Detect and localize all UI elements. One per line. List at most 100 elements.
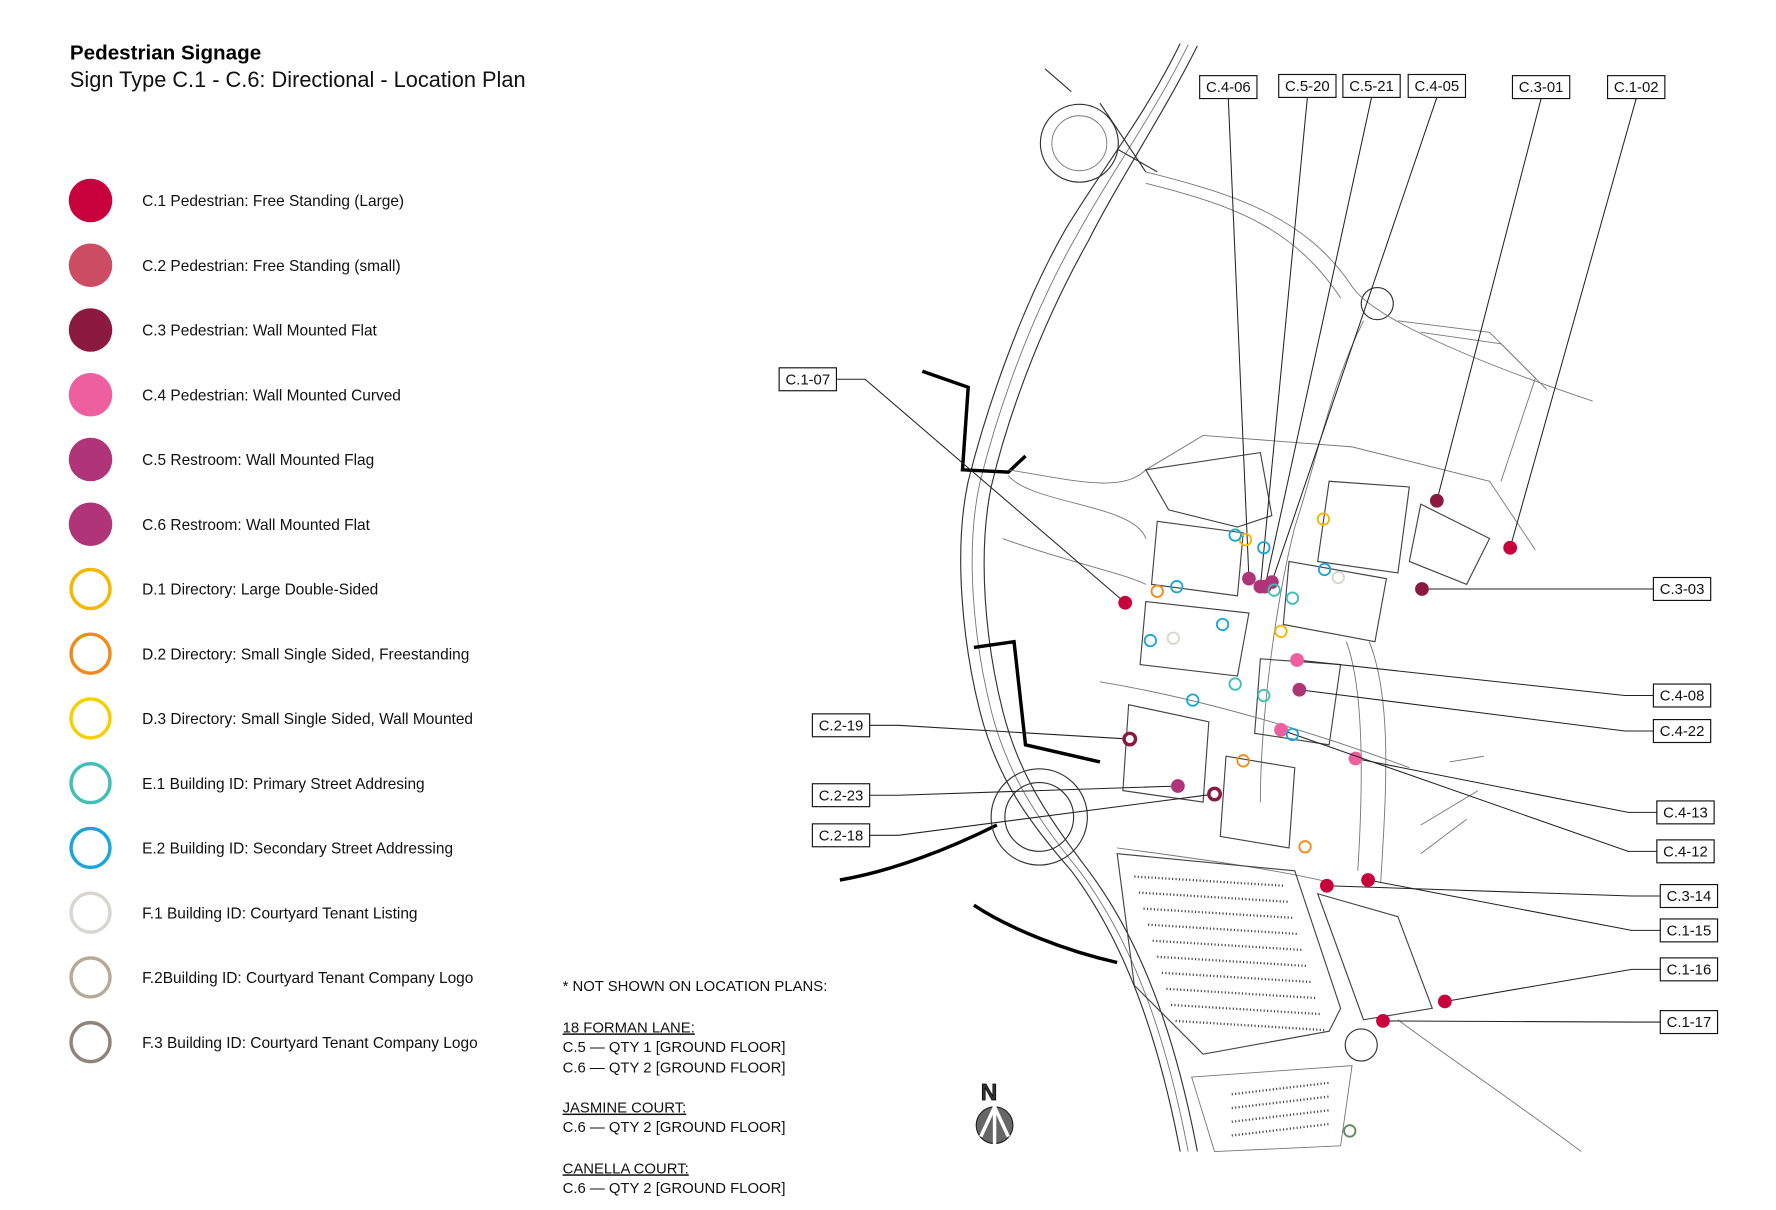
leader-line — [1227, 98, 1250, 579]
leader-line — [1271, 97, 1438, 583]
legend-item: C.4 Pedestrian: Wall Mounted Curved — [68, 372, 401, 417]
legend-item: F.1 Building ID: Courtyard Tenant Listin… — [69, 891, 418, 934]
leader-line — [1259, 97, 1308, 587]
leader-line — [869, 785, 1178, 796]
map-marker-icon — [1186, 693, 1200, 707]
page-subtitle: Sign Type C.1 - C.6: Directional - Locat… — [70, 67, 526, 92]
note-line: C.6 — QTY 2 [GROUND FLOOR] — [563, 1060, 786, 1076]
legend-label: D.2 Directory: Small Single Sided, Frees… — [142, 646, 469, 663]
sign-label-box — [778, 367, 838, 392]
map-marker-icon — [1257, 688, 1271, 703]
sign-callout[interactable]: C.4-08 — [1290, 653, 1712, 708]
sign-callout[interactable]: C.1-16 — [1437, 957, 1719, 1009]
sign-callout[interactable]: C.3-01 — [1429, 75, 1571, 508]
leader-line — [1382, 1020, 1661, 1023]
sign-label-box — [1656, 839, 1715, 864]
leader-line — [1444, 968, 1661, 1002]
map-marker-icon — [1267, 583, 1281, 597]
sign-marker — [1207, 786, 1223, 802]
sign-callout[interactable]: C.4-06 — [1199, 75, 1258, 586]
sign-callout[interactable]: C.4-22 — [1292, 682, 1712, 744]
sign-label: C.4-12 — [1663, 845, 1708, 861]
leader-line — [1280, 729, 1657, 852]
sign-callout[interactable]: C.4-12 — [1274, 723, 1715, 864]
legend-label: C.4 Pedestrian: Wall Mounted Curved — [142, 387, 401, 404]
sign-label-box — [1606, 75, 1666, 100]
legend-swatch-filled-icon — [68, 308, 113, 352]
sign-label: C.1-15 — [1667, 924, 1712, 940]
sign-callout[interactable]: C.5-21 — [1258, 73, 1401, 594]
sign-label-box — [1511, 75, 1571, 100]
legend-swatch-filled-icon — [68, 243, 113, 288]
sign-callout[interactable]: C.2-18 — [811, 786, 1223, 848]
legend-label: C.6 Restroom: Wall Mounted Flat — [142, 517, 371, 534]
legend-label: C.3 Pedestrian: Wall Mounted Flat — [142, 323, 377, 340]
sign-label-box — [1407, 73, 1467, 98]
leader-line — [1509, 98, 1637, 548]
parking-rows — [1134, 875, 1330, 1137]
legend-swatch-filled-icon — [68, 372, 113, 417]
map-marker-icon — [1257, 541, 1271, 555]
sign-label-box — [811, 713, 871, 738]
map-marker-icon — [1236, 754, 1250, 768]
legend-swatch-filled-icon — [68, 437, 113, 482]
sign-callout[interactable]: C.1-15 — [1361, 873, 1719, 943]
north-label: N — [981, 1079, 998, 1105]
legend-label: F.1 Building ID: Courtyard Tenant Listin… — [142, 905, 417, 922]
directory-markers — [1143, 512, 1357, 1138]
sign-marker — [1437, 994, 1452, 1009]
note-group-title: 18 FORMAN LANE: — [563, 1020, 695, 1036]
north-arrow: N — [975, 1079, 1014, 1146]
map-marker-icon — [1166, 631, 1180, 645]
map-marker-icon — [1228, 528, 1242, 542]
map-marker-icon — [1150, 584, 1164, 598]
legend-label: C.2 Pedestrian: Free Standing (small) — [142, 258, 401, 275]
sign-callout[interactable]: C.3-03 — [1415, 576, 1712, 601]
sign-label-box — [1652, 576, 1712, 601]
sign-callout[interactable]: C.3-14 — [1319, 878, 1719, 909]
sign-callout[interactable]: C.1-07 — [778, 367, 1133, 610]
sign-callout[interactable]: C.1-17 — [1376, 1010, 1719, 1035]
sign-callout[interactable]: C.4-13 — [1348, 751, 1715, 825]
legend-label: C.5 Restroom: Wall Mounted Flag — [142, 452, 374, 469]
legend-item: C.3 Pedestrian: Wall Mounted Flat — [68, 308, 378, 352]
page-title: Pedestrian Signage — [70, 42, 261, 65]
sign-marker — [1503, 540, 1518, 555]
sign-label: C.2-19 — [819, 718, 864, 734]
legend-swatch-ring-icon — [69, 1020, 112, 1064]
legend-item: F.3 Building ID: Courtyard Tenant Compan… — [69, 1020, 478, 1064]
map-marker-icon — [1143, 633, 1158, 648]
sign-label: C.5-21 — [1349, 79, 1394, 95]
legend-swatch-filled-icon — [68, 178, 113, 223]
legend-label: F.3 Building ID: Courtyard Tenant Compan… — [142, 1035, 478, 1052]
sign-callout[interactable]: C.2-19 — [811, 713, 1138, 747]
sign-callout[interactable]: C.4-05 — [1264, 73, 1467, 589]
map-marker-icon — [1228, 677, 1242, 691]
sign-label: C.4-22 — [1660, 724, 1705, 740]
notes-block: * NOT SHOWN ON LOCATION PLANS: 18 FORMAN… — [563, 979, 828, 1197]
note-line: C.6 — QTY 2 [GROUND FLOOR] — [563, 1181, 786, 1197]
leader-line — [1436, 98, 1542, 501]
legend-item: D.3 Directory: Small Single Sided, Wall … — [69, 697, 473, 740]
legend-swatch-ring-icon — [69, 956, 112, 999]
sign-callout[interactable]: C.2-23 — [811, 779, 1185, 808]
sign-marker — [1290, 653, 1304, 667]
sign-label: C.5-20 — [1285, 79, 1330, 95]
sign-marker — [1171, 779, 1185, 793]
sign-label-box — [1199, 75, 1258, 100]
sign-callout[interactable]: C.1-02 — [1503, 75, 1666, 555]
sign-marker — [1118, 595, 1133, 610]
site-map — [839, 43, 1593, 1153]
notes-heading: * NOT SHOWN ON LOCATION PLANS: — [563, 979, 828, 995]
sign-label: C.3-03 — [1660, 582, 1705, 598]
map-marker-icon — [1274, 624, 1288, 638]
map-marker-icon — [1317, 562, 1332, 577]
legend-label: F.2Building ID: Courtyard Tenant Company… — [142, 970, 473, 987]
leader-line — [836, 378, 1126, 604]
legend-label: E.1 Building ID: Primary Street Addresin… — [142, 776, 425, 793]
sign-label: C.1-16 — [1667, 963, 1712, 979]
sign-label-box — [1652, 683, 1712, 708]
map-marker-icon — [1170, 580, 1184, 594]
legend-item: C.5 Restroom: Wall Mounted Flag — [68, 437, 374, 482]
